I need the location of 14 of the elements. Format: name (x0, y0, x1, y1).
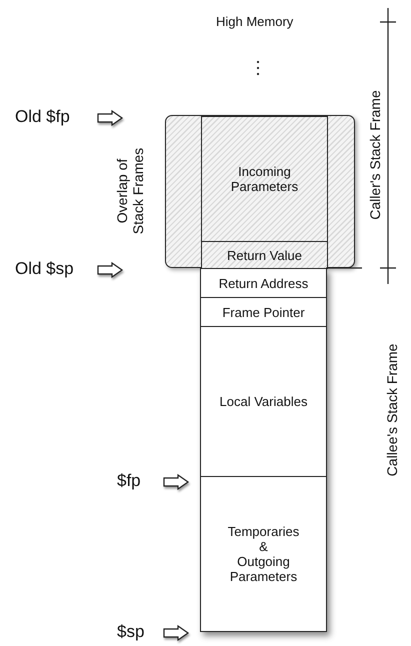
pointer-label: Old $sp (15, 259, 74, 279)
memory-label: High Memory (216, 14, 294, 29)
stack-cell: Return Value (201, 241, 328, 269)
frame-label: Caller's Stack Frame (367, 89, 383, 222)
pointer-label: $sp (117, 622, 144, 642)
stack-cell: Return Address (200, 268, 327, 298)
stack-cell: Local Variables (200, 326, 327, 477)
pointer-label: Old $fp (15, 107, 70, 127)
stack-cell: Incoming Parameters (201, 116, 328, 242)
frame-label: Callee's Stack Frame (384, 342, 400, 478)
stack-cell: Temporaries & Outgoing Parameters (200, 476, 327, 632)
stack-cell: Frame Pointer (200, 297, 327, 327)
overlap-label: Overlap of Stack Frames (114, 146, 147, 236)
pointer-label: $fp (117, 471, 141, 491)
